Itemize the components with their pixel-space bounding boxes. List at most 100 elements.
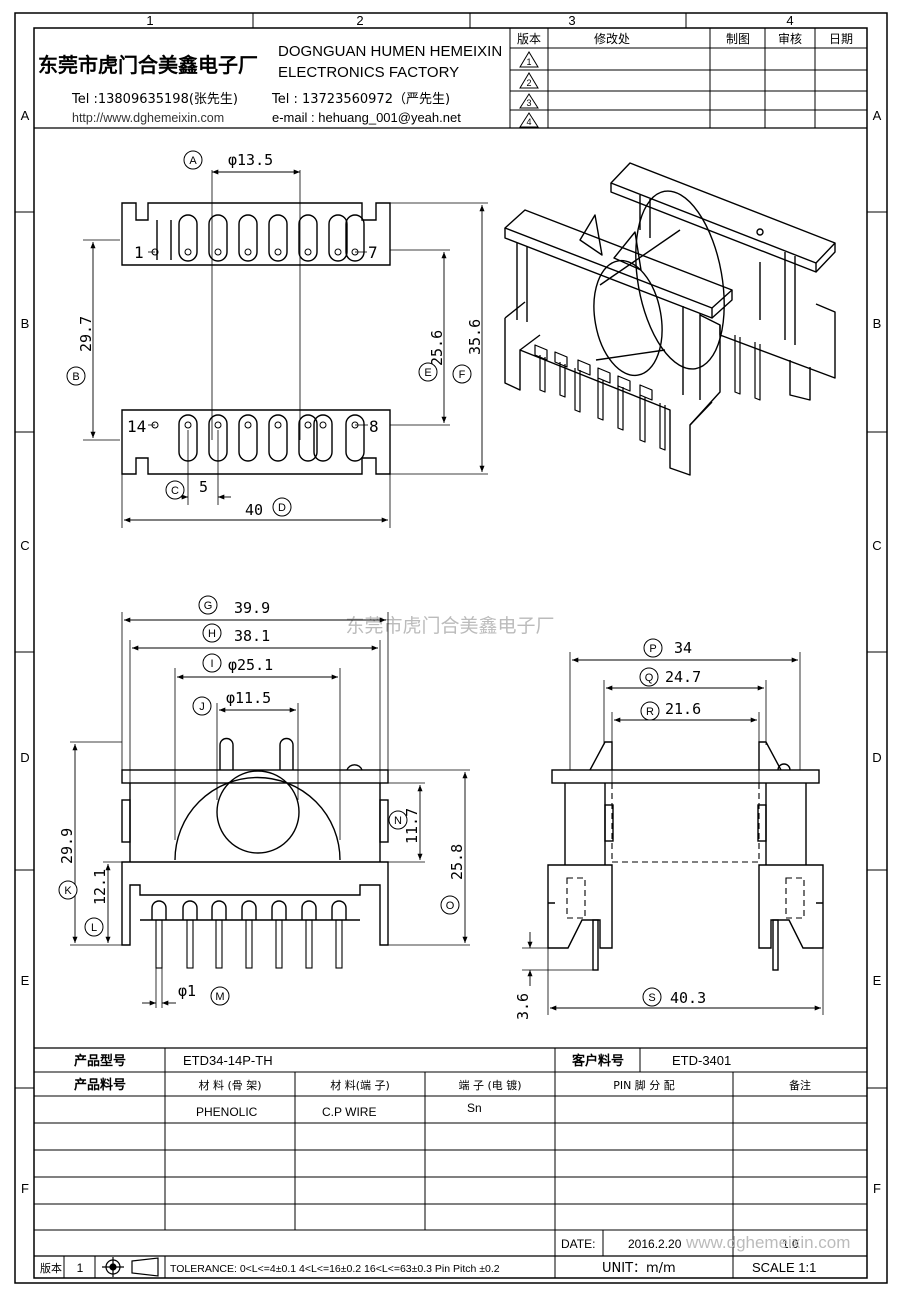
terminal-value: C.P WIRE [322,1105,376,1119]
front-view [70,612,470,1008]
zone-ticks [15,13,887,1089]
company-tel-2: Tel : 13723560972（严先生) [271,92,450,107]
rev-mark-4: 4 [526,117,531,127]
watermark: 东莞市虎门合美鑫电子厂 [345,615,554,637]
projection-symbol-icon [102,1257,159,1277]
svg-text:G: G [204,600,213,612]
rev-header-checked: 审核 [778,31,802,46]
svg-text:A: A [189,155,197,167]
info-table-text: 产品型号 ETD34-14P-TH 客户料号 ETD-3401 产品料号 材 料… [40,1053,850,1276]
zone-row-f-right: F [873,1181,881,1196]
top-pin-slots [156,214,365,262]
callout-b: B [66,366,86,386]
svg-text:H: H [208,628,216,640]
col-pin: PIN 脚 分 配 [613,1078,675,1092]
front-pin-bosses [140,900,360,921]
dim-f-value: 35.6 [466,319,484,355]
company-block: 东莞市虎门合美鑫电子厂 DOGNGUAN HUMEN HEMEIXIN ELEC… [38,43,502,125]
callout-c: C [165,480,185,500]
dim-e-value: 25.6 [428,330,446,366]
top-view [83,169,488,528]
company-tel-1: Tel :13809635198(张先生) [71,92,238,107]
customer-label: 客户料号 [572,1053,624,1069]
svg-text:F: F [459,369,466,381]
callout-d: D [272,497,292,517]
zone-row-d: D [20,750,29,765]
partno-label: 产品料号 [74,1077,126,1093]
company-email: e-mail : hehuang_001@yeah.net [272,110,461,125]
callout-m: M [210,986,230,1006]
pin-label-1: 1 [134,243,144,262]
callout-r: R [640,701,660,721]
callout-q: Q [639,667,659,687]
svg-text:K: K [64,885,72,897]
revision-headers: 版本 修改处 制图 审核 日期 [517,31,853,46]
dim-s-value: 40.3 [670,989,706,1007]
revision-triangles: 1 2 3 4 [519,51,539,128]
svg-text:C: C [171,485,179,497]
callout-k: K [58,880,78,900]
svg-text:L: L [91,922,97,934]
top-view-labels: φ13.5 29.7 25.6 35.6 40 5 1 7 14 8 [77,151,484,519]
customer-value: ETD-3401 [672,1053,731,1068]
dim-c-value: 5 [199,478,208,496]
callout-p: P [643,638,663,658]
bottom-pin-slots [178,414,365,462]
ver-label: 版本 [40,1261,62,1275]
dim-b-value: 29.7 [77,316,95,352]
svg-text:Q: Q [645,672,654,684]
plating-value: Sn [467,1101,482,1115]
outer-frame [14,12,888,1284]
svg-text:M: M [215,991,224,1003]
dim-k-value: 29.9 [58,828,76,864]
scale-label: SCALE 1:1 [752,1260,816,1275]
callout-j: J [192,696,212,716]
col-terminal: 材 料(端 子) [330,1078,390,1092]
zone-row-c: C [20,538,29,553]
callout-s: S [642,987,662,1007]
dim-i-value: φ25.1 [228,656,273,674]
dim-pin-length-value: 3.6 [514,993,532,1020]
zone-row-b-right: B [873,316,882,331]
rev-mark-2: 2 [526,78,531,88]
svg-text:S: S [648,992,655,1004]
pin-label-7: 7 [368,243,378,262]
callout-o: O [440,895,460,915]
revision-table [509,28,867,128]
svg-text:N: N [394,815,402,827]
dim-h-value: 38.1 [234,627,270,645]
dim-l-value: 12.1 [91,869,109,905]
col-bobbin: 材 料 (骨 架) [198,1078,261,1092]
front-view-labels: 39.9 38.1 φ25.1 φ11.5 29.9 12.1 11.7 25.… [58,599,466,1000]
info-table [34,1047,867,1278]
rev-mark-1: 1 [526,57,531,67]
callout-g: G [198,595,218,615]
date-value: 2016.2.20 [628,1237,682,1251]
zone-row-a: A [21,108,30,123]
zone-row-e: E [21,973,30,988]
front-pins [155,919,343,969]
callout-e: E [418,362,438,382]
rev-header-drawn: 制图 [726,32,750,46]
callout-h: H [202,623,222,643]
pin-label-14: 14 [127,417,146,436]
dim-m-value: φ1 [178,982,196,1000]
zone-col-4: 4 [786,13,793,28]
dim-q-value: 24.7 [665,668,701,686]
dim-a-value: φ13.5 [228,151,273,169]
dim-g-value: 39.9 [234,599,270,617]
side-view [522,652,824,1015]
tolerance-text: TOLERANCE: 0<L<=4±0.1 4<L<=16±0.2 16<L<=… [170,1263,500,1275]
callout-f: F [452,364,472,384]
zone-col-2: 2 [356,13,363,28]
svg-text:I: I [210,658,213,670]
dim-j-value: φ11.5 [226,689,271,707]
pin-holes [151,248,359,429]
zone-row-c-right: C [872,538,881,553]
callout-i: I [202,653,222,673]
rev-header-change: 修改处 [594,31,630,46]
footer-watermark: www.dghemeixin.com [685,1233,850,1252]
dim-r-value: 21.6 [665,700,701,718]
model-label: 产品型号 [74,1053,126,1069]
